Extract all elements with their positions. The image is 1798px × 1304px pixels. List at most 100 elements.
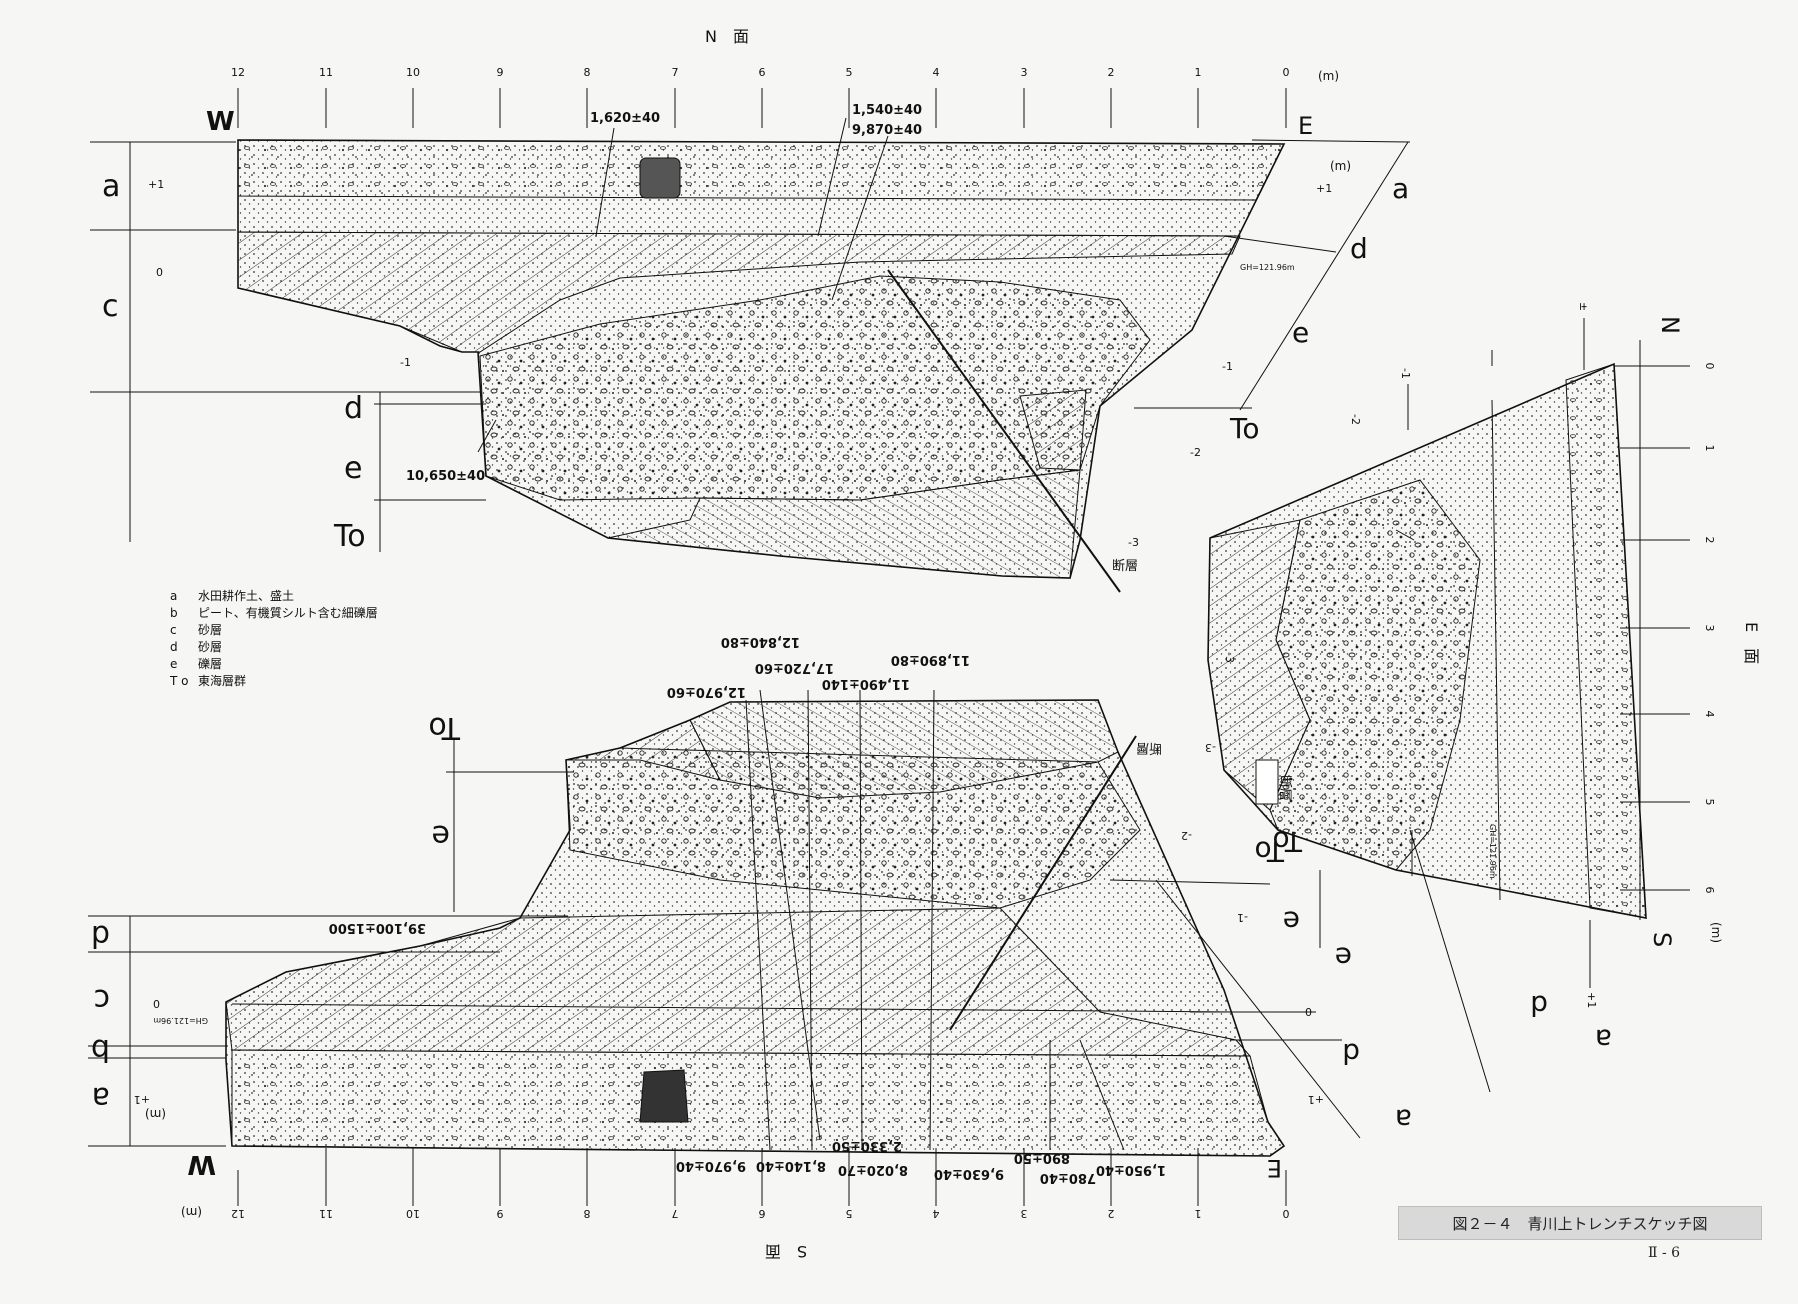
s-scale-unit: (m): [181, 1205, 202, 1219]
n-datum-line: [237, 231, 1237, 237]
n-scale-3: 3: [1021, 66, 1028, 79]
n-right-label-to: To: [1229, 412, 1259, 445]
n-right-label-d: d: [1350, 232, 1368, 265]
n-scale-8: 8: [584, 66, 591, 79]
s-layer-to: [689, 699, 1119, 799]
s-west-label: W: [187, 1149, 216, 1179]
e-fault-box: [1255, 759, 1279, 805]
s-scale-2: 2: [1108, 1207, 1115, 1220]
n-scale-unit: (m): [1318, 69, 1339, 83]
s-right-label-e: e: [1283, 905, 1300, 938]
legend-text: 砂層: [198, 640, 223, 654]
n-layer-label-c: c: [102, 289, 119, 324]
e-depth-minus2: -2: [1349, 414, 1362, 425]
e-face: 0 1 2 3 4 5 6 (m) N S E 面 ± -1 -2 -3 +1 …: [1207, 302, 1761, 1093]
figure-caption: 図２－４ 青川上トレンチスケッチ図: [1398, 1206, 1762, 1240]
s-scale-9: 9: [497, 1207, 504, 1220]
s-date-11890: 11,890±80: [891, 652, 970, 667]
s-east-label: E: [1267, 1154, 1282, 1182]
s-right-axis: [1109, 879, 1361, 1139]
e-scale-6: 6: [1703, 887, 1716, 894]
s-right-label-a: a: [1395, 1103, 1412, 1136]
n-scale-7: 7: [672, 66, 679, 79]
s-scale-8: 8: [584, 1207, 591, 1220]
s-layer-label-d: d: [91, 918, 110, 953]
s-scale-0: 0: [1283, 1207, 1290, 1220]
n-scale-5: 5: [846, 66, 853, 79]
e-south-label: S: [1648, 932, 1676, 947]
legend-row: d 砂層: [170, 639, 378, 656]
s-fault-line: [949, 735, 1137, 1031]
s-post-block: [639, 1069, 689, 1123]
e-scale-5: 5: [1703, 799, 1716, 806]
n-date-10650: 10,650±40: [406, 469, 485, 484]
s-scale-3: 3: [1021, 1207, 1028, 1220]
s-date-9970: 9,970±40: [676, 1158, 746, 1173]
s-date-8020: 8,020±70: [838, 1162, 908, 1177]
s-datum-label: GH=121.96m: [153, 1016, 208, 1025]
n-right-depth-plus1: +1: [1316, 182, 1332, 195]
n-layer-c: [237, 231, 1241, 353]
e-face-title: E 面: [1742, 622, 1761, 664]
e-datum-line: [1491, 399, 1501, 901]
s-date-780: 780±40: [1040, 1170, 1096, 1185]
e-layer-a: [1565, 363, 1647, 919]
s-left-axis: [88, 740, 574, 1147]
e-right-axis: [1319, 318, 1690, 1093]
s-scale-1: 1: [1195, 1207, 1202, 1220]
s-face: To e d c b a 0 +1 (m) GH=121.96m To e d …: [88, 634, 1412, 1261]
n-scale-9: 9: [497, 66, 504, 79]
n-layer-e: [479, 275, 1151, 501]
n-scale-1: 1: [1195, 66, 1202, 79]
n-face-title: N 面: [705, 27, 749, 46]
s-face-scale: [237, 1148, 1287, 1206]
n-layer-to-east: [1019, 389, 1087, 471]
n-layer-label-a: a: [102, 169, 120, 204]
n-scale-11: 11: [319, 66, 333, 79]
e-layer-label-e: e: [1335, 941, 1352, 974]
n-datum-label: GH=121.96m: [1240, 263, 1295, 272]
n-layer-label-d: d: [344, 391, 363, 426]
e-layer-e: [1269, 479, 1481, 871]
e-scale-0: 0: [1703, 363, 1716, 370]
n-date-1620: 1,620±40: [590, 111, 660, 126]
n-date-leaders: [477, 117, 889, 453]
n-right-depth-minus1: -1: [1222, 360, 1233, 373]
n-left-axis: [90, 141, 486, 552]
s-date-11490: 11,490±140: [822, 676, 910, 691]
e-depth-minus3: -3: [1223, 652, 1236, 663]
s-layer-c: [225, 907, 1252, 1057]
n-right-unit: (m): [1330, 159, 1351, 173]
s-layer-to-west: [565, 719, 721, 781]
legend-key: e: [170, 657, 178, 671]
n-layer-label-to: To: [333, 519, 366, 554]
e-fault-label: 断層: [1277, 775, 1292, 801]
s-date-8140: 8,140±40: [756, 1158, 826, 1173]
n-right-depth-minus2: -2: [1190, 446, 1201, 459]
n-scale-12: 12: [231, 66, 245, 79]
s-face-title: S 面: [765, 1242, 807, 1261]
e-depth-plusminus: ±: [1577, 302, 1590, 311]
s-date-1950: 1,950±40: [1096, 1162, 1166, 1177]
s-layer-label-a: a: [92, 1080, 110, 1115]
legend-text: 砂層: [198, 623, 223, 637]
legend-key: d: [170, 640, 178, 654]
legend-text: 東海層群: [198, 674, 247, 688]
s-layer-label-c: c: [94, 982, 111, 1017]
n-west-label: W: [206, 107, 235, 137]
s-date-9630: 9,630±40: [934, 1166, 1004, 1181]
s-depth-plus1: +1: [134, 1093, 150, 1106]
s-left-unit: (m): [145, 1107, 166, 1121]
e-scale-3: 3: [1703, 625, 1716, 632]
s-date-890: 890±50: [1014, 1150, 1070, 1165]
s-scale-4: 4: [933, 1207, 940, 1220]
s-right-depth-minus1: -1: [1237, 911, 1248, 924]
n-date-1540: 1,540±40: [852, 103, 922, 118]
n-scale-6: 6: [759, 66, 766, 79]
